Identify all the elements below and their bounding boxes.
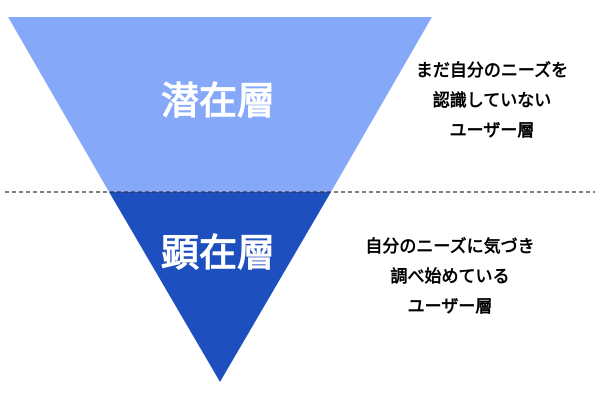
- latent-desc-line-1: まだ自分のニーズを: [415, 61, 569, 81]
- manifest-tier-shape: [109, 192, 331, 382]
- manifest-desc-line-3: ユーザー層: [407, 297, 493, 317]
- manifest-desc-line-2: 調べ始めている: [390, 267, 510, 287]
- manifest-desc-line-1: 自分のニーズに気づき: [365, 237, 535, 257]
- latent-desc-line-3: ユーザー層: [449, 121, 535, 141]
- latent-tier-label: 潜在層: [161, 79, 275, 123]
- manifest-tier-description: 自分のニーズに気づき 調べ始めている ユーザー層: [330, 232, 570, 322]
- latent-tier-shape: [8, 17, 432, 192]
- latent-desc-line-2: 認識していない: [432, 91, 552, 111]
- manifest-tier-label: 顕在層: [161, 231, 275, 275]
- latent-tier-description: まだ自分のニーズを 認識していない ユーザー層: [392, 56, 592, 146]
